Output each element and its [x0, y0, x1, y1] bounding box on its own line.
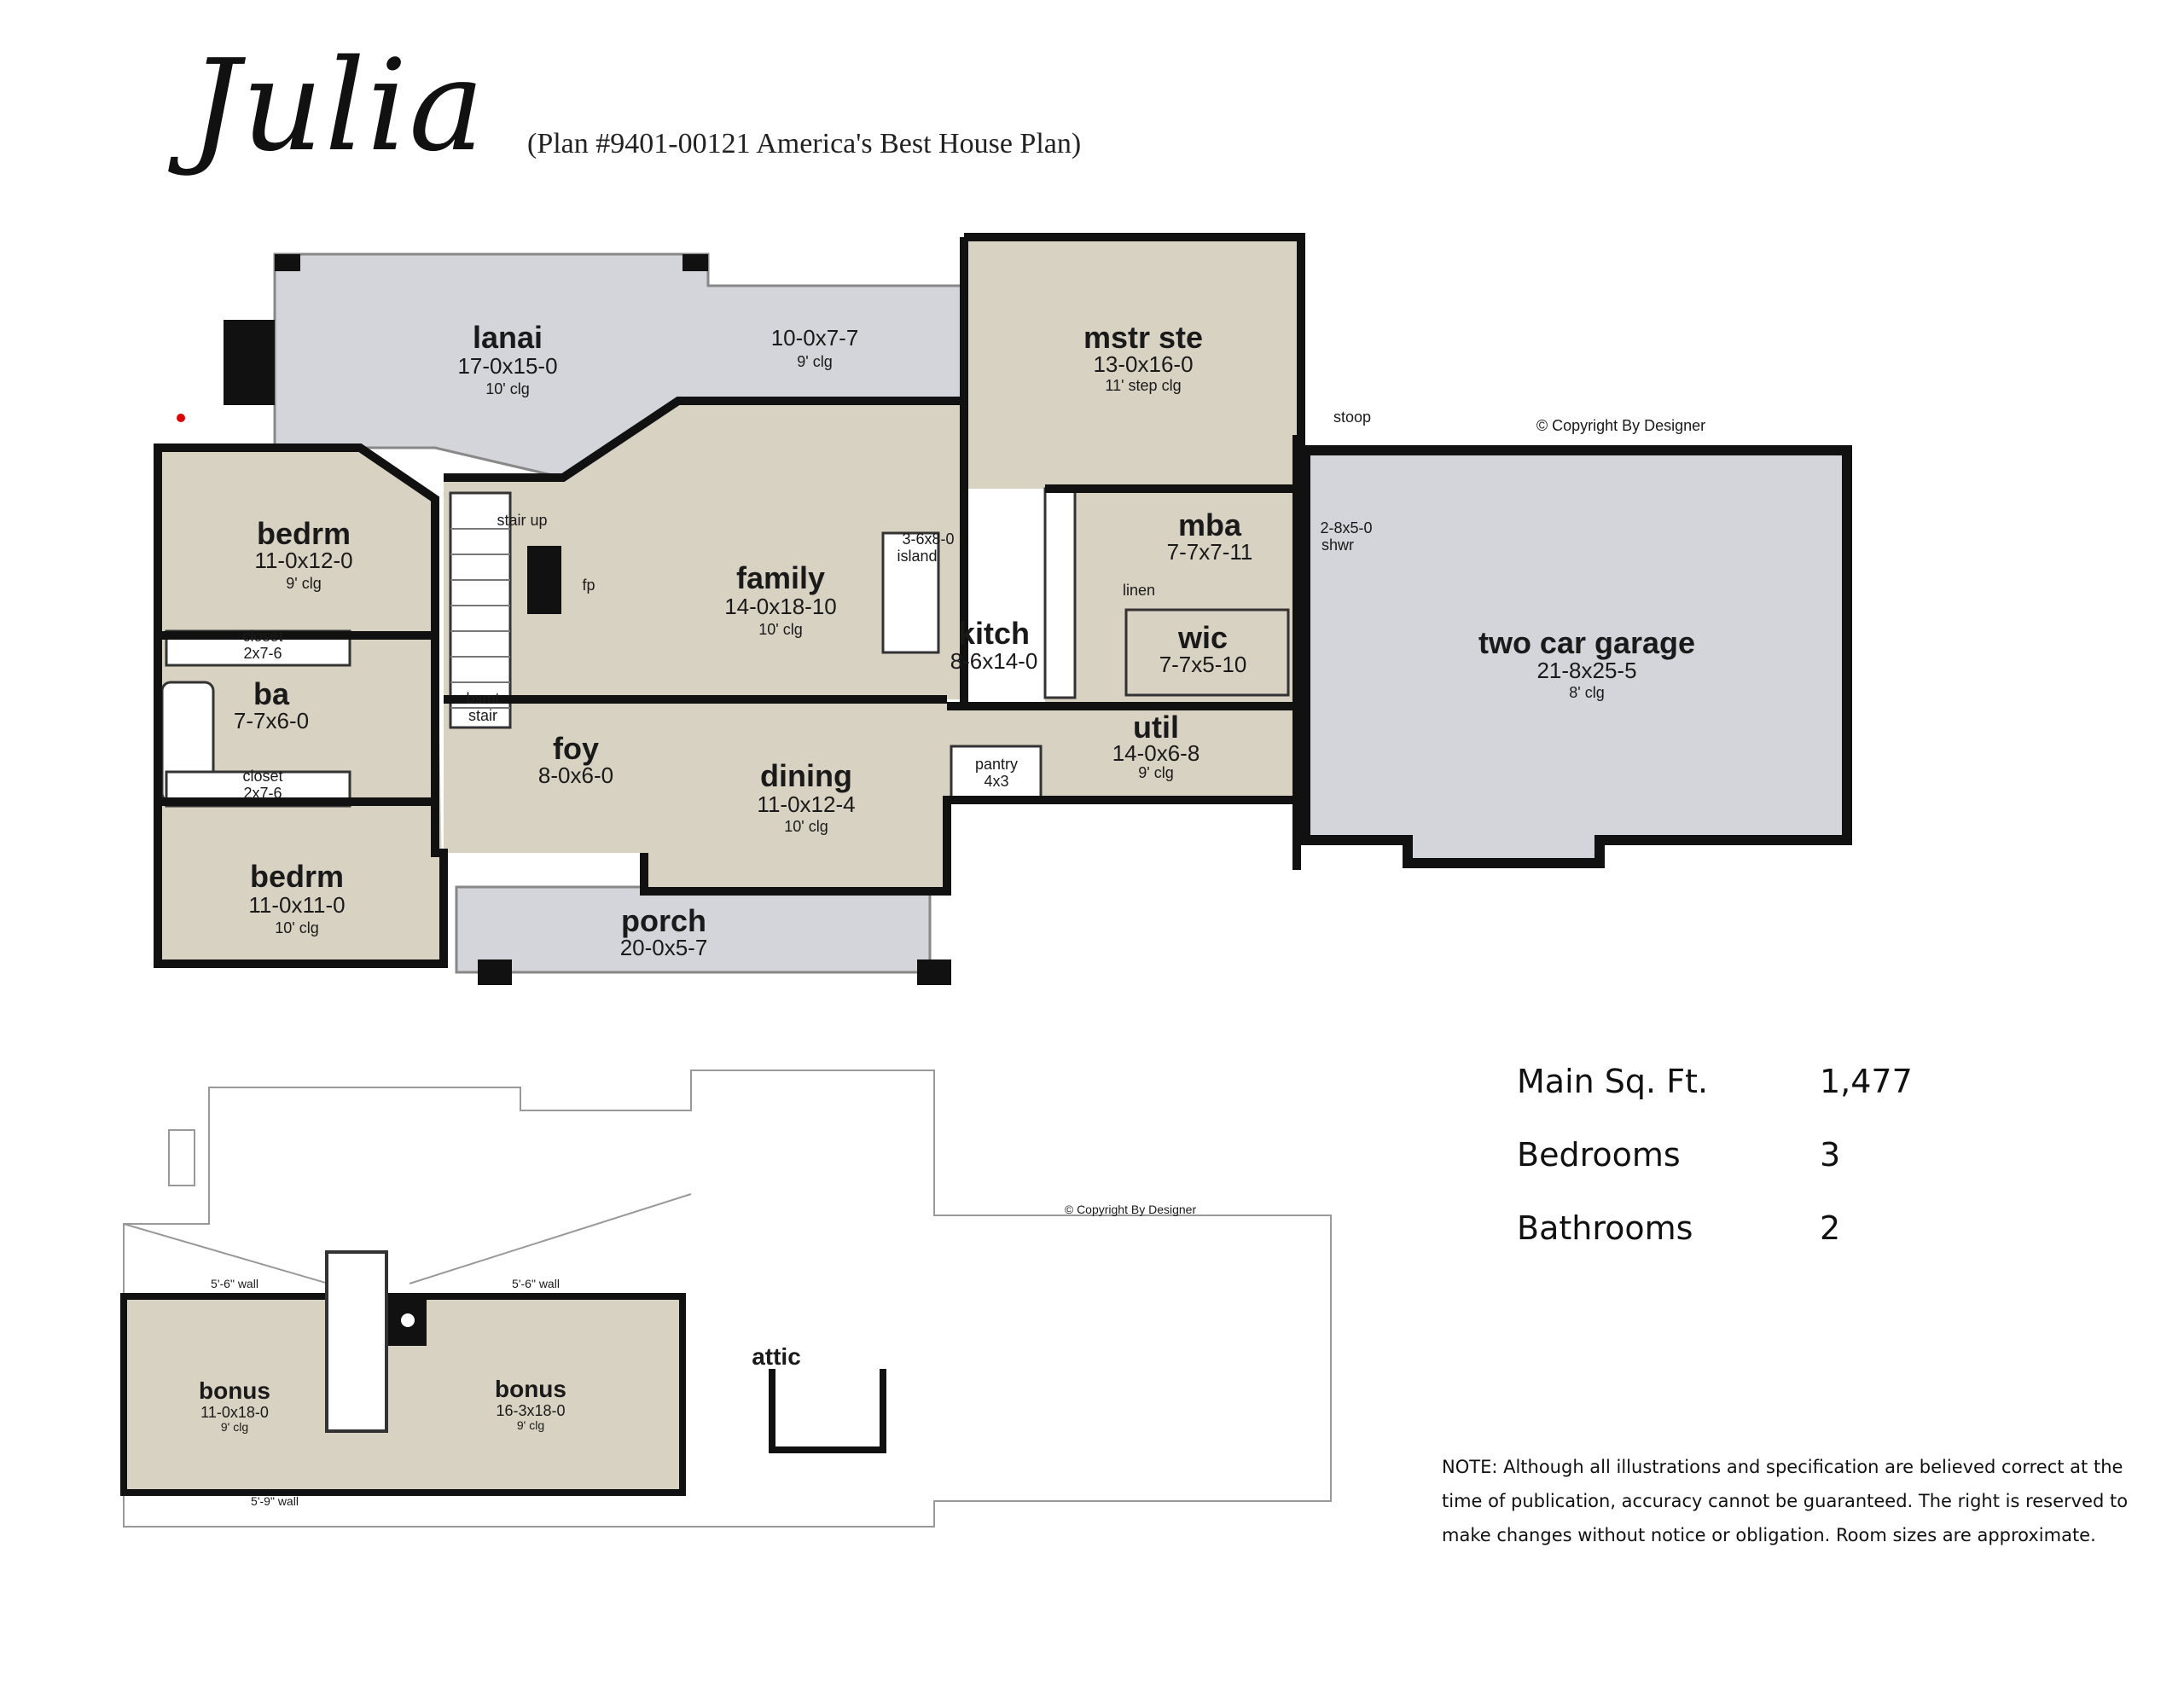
svg-text:util: util — [1133, 710, 1179, 745]
plan-stats: Main Sq. Ft. 1,477 Bedrooms 3 Bathrooms … — [1517, 1045, 1913, 1265]
svg-text:2x7-6: 2x7-6 — [243, 645, 282, 662]
svg-text:bonus: bonus — [199, 1377, 270, 1404]
svg-text:bedrm: bedrm — [257, 516, 351, 551]
svg-text:ba: ba — [253, 676, 290, 711]
pantry — [950, 745, 1043, 799]
svg-text:mstr ste: mstr ste — [1083, 320, 1203, 355]
svg-text:lanai: lanai — [473, 320, 543, 355]
svg-text:© Copyright By Designer: © Copyright By Designer — [1065, 1203, 1197, 1216]
svg-text:wic: wic — [1177, 620, 1228, 655]
porch-area — [455, 885, 932, 974]
svg-text:4x3: 4x3 — [984, 773, 1008, 790]
svg-text:7-7x5-10: 7-7x5-10 — [1159, 652, 1247, 677]
svg-text:14-0x18-10: 14-0x18-10 — [724, 594, 837, 619]
svg-text:bsmt: bsmt — [466, 690, 499, 707]
svg-text:dining: dining — [760, 758, 852, 793]
disclaimer-note: NOTE: Although all illustrations and spe… — [1442, 1457, 2129, 1545]
svg-text:5'-6" wall: 5'-6" wall — [512, 1277, 560, 1290]
svg-text:10' clg: 10' clg — [485, 380, 529, 397]
svg-text:20-0x5-7: 20-0x5-7 — [620, 935, 708, 960]
red-marker — [177, 414, 185, 422]
svg-text:9' clg: 9' clg — [797, 353, 832, 370]
svg-text:8' clg: 8' clg — [1569, 684, 1604, 701]
svg-text:© Copyright By Designer: © Copyright By Designer — [1536, 417, 1705, 434]
svg-text:stair up: stair up — [497, 512, 547, 529]
svg-text:10-0x7-7: 10-0x7-7 — [771, 325, 859, 351]
svg-text:8-6x14-0: 8-6x14-0 — [950, 648, 1038, 674]
svg-text:kitch: kitch — [958, 616, 1030, 651]
upper-floor-labels: 5'-6" wall 5'-6" wall 5'-9" wall bonus 1… — [199, 1203, 1196, 1508]
svg-text:13-0x16-0: 13-0x16-0 — [1093, 351, 1193, 377]
svg-text:11-0x18-0: 11-0x18-0 — [200, 1404, 269, 1421]
svg-text:8-0x6-0: 8-0x6-0 — [538, 762, 613, 788]
kitchen-counter — [1043, 487, 1077, 699]
svg-text:family: family — [736, 560, 825, 595]
attic-opening — [769, 1369, 886, 1453]
svg-text:3-6x8-0: 3-6x8-0 — [902, 530, 954, 548]
svg-text:9' clg: 9' clg — [1138, 764, 1173, 781]
svg-text:stair: stair — [468, 707, 497, 724]
house-body — [158, 448, 444, 964]
plan-subtitle: (Plan #9401-00121 America's Best House P… — [527, 128, 1082, 159]
svg-text:attic: attic — [752, 1343, 801, 1370]
stat-bedrooms: Bedrooms 3 — [1517, 1118, 1913, 1191]
svg-text:10' clg: 10' clg — [275, 919, 318, 936]
fireplace — [527, 546, 561, 614]
mstr-ste-room — [964, 237, 1301, 489]
svg-text:14-0x6-8: 14-0x6-8 — [1112, 740, 1200, 766]
svg-text:11-0x12-0: 11-0x12-0 — [254, 548, 352, 573]
svg-text:shwr: shwr — [1321, 536, 1354, 554]
svg-text:bonus: bonus — [495, 1376, 566, 1402]
upper-stair — [325, 1250, 388, 1433]
svg-text:2x7-6: 2x7-6 — [243, 785, 282, 802]
svg-text:bedrm: bedrm — [250, 859, 344, 894]
svg-text:2-8x5-0: 2-8x5-0 — [1320, 519, 1372, 536]
stat-label: Bedrooms — [1517, 1136, 1681, 1174]
svg-text:11-0x12-4: 11-0x12-4 — [757, 791, 855, 817]
svg-text:10' clg: 10' clg — [784, 818, 828, 835]
svg-text:7-7x6-0: 7-7x6-0 — [234, 708, 309, 733]
svg-text:7-7x7-11: 7-7x7-11 — [1167, 539, 1253, 565]
svg-text:mba: mba — [1178, 507, 1242, 542]
living-core — [444, 401, 964, 891]
svg-text:stoop: stoop — [1333, 409, 1371, 426]
svg-text:16-3x18-0: 16-3x18-0 — [496, 1402, 565, 1419]
stat-value: 1,477 — [1820, 1063, 1913, 1100]
svg-text:fp: fp — [582, 577, 595, 594]
svg-text:closet: closet — [242, 628, 282, 645]
svg-text:9' clg: 9' clg — [221, 1420, 248, 1434]
stat-value: 2 — [1820, 1209, 1841, 1247]
stair-area — [449, 491, 512, 729]
svg-text:pantry: pantry — [975, 756, 1018, 773]
stat-label: Main Sq. Ft. — [1517, 1063, 1709, 1100]
svg-text:5'-9" wall: 5'-9" wall — [251, 1494, 299, 1508]
svg-text:10' clg: 10' clg — [758, 621, 802, 638]
stat-label: Bathrooms — [1517, 1209, 1693, 1247]
svg-text:11' step clg: 11' step clg — [1105, 377, 1181, 394]
stat-value: 3 — [1820, 1136, 1841, 1174]
svg-text:9' clg: 9' clg — [286, 575, 321, 592]
svg-text:5'-6" wall: 5'-6" wall — [211, 1277, 258, 1290]
svg-text:porch: porch — [621, 903, 706, 938]
room-labels: lanai 17-0x15-0 10' clg 10-0x7-7 9' clg … — [234, 320, 1705, 960]
svg-text:foy: foy — [553, 731, 599, 766]
svg-text:17-0x15-0: 17-0x15-0 — [457, 353, 557, 379]
svg-text:two car garage: two car garage — [1478, 625, 1695, 660]
svg-text:island: island — [897, 548, 937, 565]
stat-sqft: Main Sq. Ft. 1,477 — [1517, 1045, 1913, 1118]
svg-text:linen: linen — [1123, 582, 1155, 599]
kitchen-island — [881, 531, 940, 654]
svg-text:9' clg: 9' clg — [517, 1418, 544, 1432]
plan-title: Julia — [189, 32, 486, 179]
stat-bathrooms: Bathrooms 2 — [1517, 1191, 1913, 1265]
svg-text:closet: closet — [242, 768, 282, 785]
wic-room — [1124, 608, 1290, 697]
garage-area — [1300, 445, 1852, 868]
svg-text:21-8x25-5: 21-8x25-5 — [1536, 658, 1636, 683]
svg-text:11-0x11-0: 11-0x11-0 — [248, 892, 345, 918]
